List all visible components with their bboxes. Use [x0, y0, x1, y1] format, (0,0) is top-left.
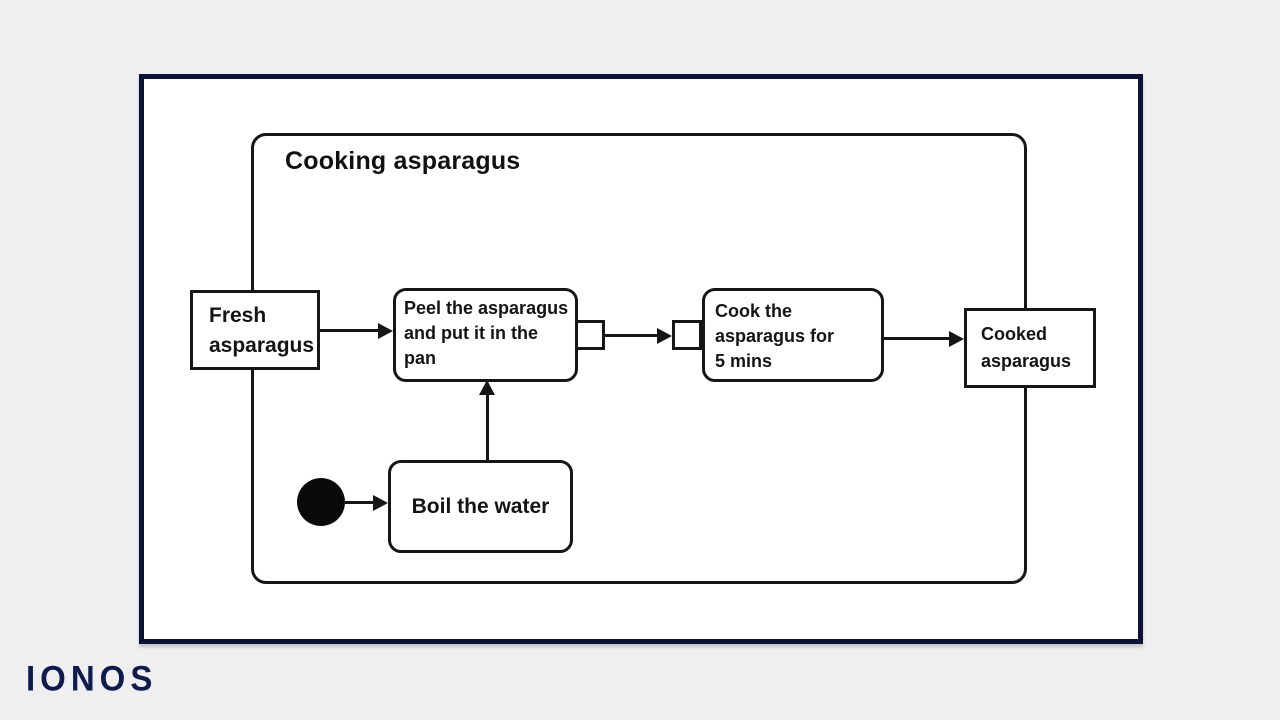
diagram-title: Cooking asparagus [285, 147, 521, 175]
arrowhead-peel-to-cook [657, 328, 672, 344]
node-fresh-asparagus: Fresh asparagus [190, 290, 320, 370]
activity-frame [251, 133, 1027, 584]
edge-boil-to-peel [486, 392, 489, 460]
node-cook-asparagus: Cook the asparagus for 5 mins [702, 288, 884, 382]
edge-fresh-to-peel [320, 329, 381, 332]
edge-cook-to-cooked [884, 337, 950, 340]
arrowhead-boil-to-peel [479, 380, 495, 395]
node-peel-asparagus: Peel the asparagus and put it in the pan [393, 288, 578, 382]
arrowhead-fresh-to-peel [378, 323, 393, 339]
arrowhead-cook-to-cooked [949, 331, 964, 347]
node-boil-water: Boil the water [388, 460, 573, 553]
edge-initial-to-boil [343, 501, 375, 504]
input-pin-cook [672, 320, 702, 350]
initial-node-icon [297, 478, 345, 526]
node-cooked-asparagus: Cooked asparagus [964, 308, 1096, 388]
arrowhead-initial-to-boil [373, 495, 388, 511]
output-pin-peel [575, 320, 605, 350]
edge-peel-to-cook [604, 334, 658, 337]
ionos-logo: IONOS [26, 658, 158, 698]
